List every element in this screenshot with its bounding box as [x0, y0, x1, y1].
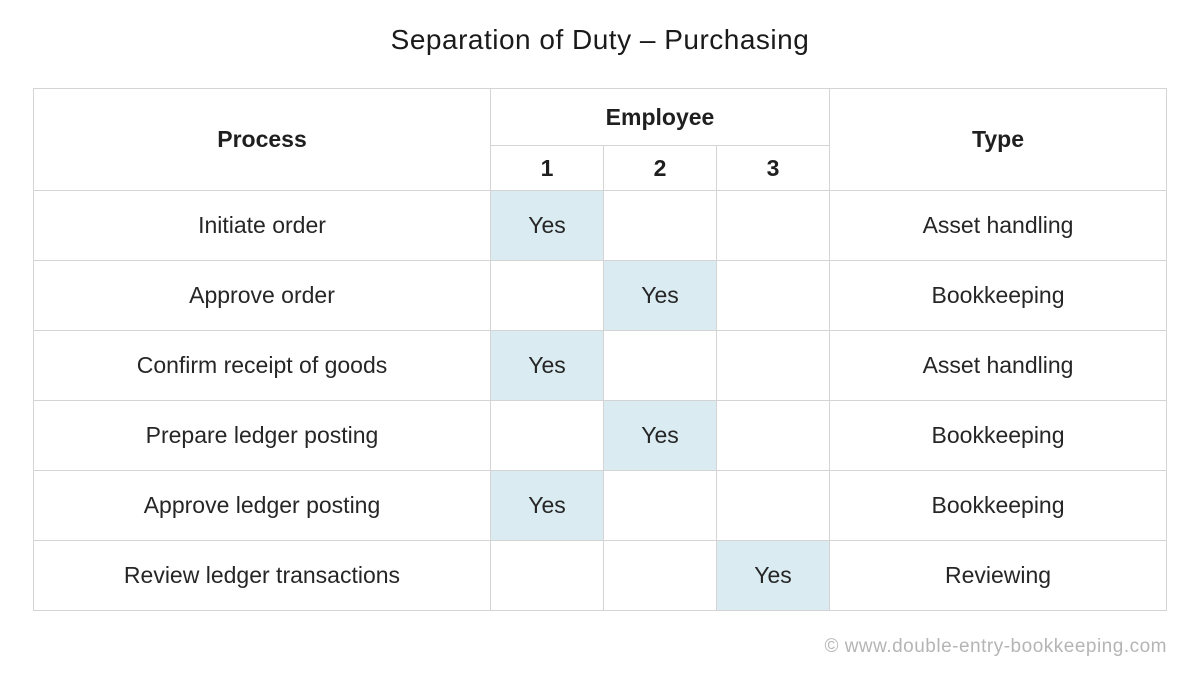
column-header-process: Process — [33, 88, 491, 191]
copyright-watermark: © www.double-entry-bookkeeping.com — [824, 636, 1167, 657]
employee-2-cell: Yes — [603, 400, 717, 471]
employee-2-cell — [603, 470, 717, 541]
employee-2-cell — [603, 540, 717, 611]
type-cell: Bookkeeping — [829, 400, 1168, 471]
type-cell: Bookkeeping — [829, 260, 1168, 331]
column-header-employee-1: 1 — [490, 145, 604, 191]
employee-3-cell — [715, 400, 831, 471]
type-cell: Asset handling — [829, 190, 1168, 261]
process-cell: Prepare ledger posting — [33, 400, 491, 471]
employee-2-cell: Yes — [603, 260, 717, 331]
employee-2-cell — [603, 330, 717, 401]
employee-3-cell: Yes — [715, 540, 831, 611]
employee-3-cell — [715, 330, 831, 401]
column-header-type: Type — [829, 88, 1168, 191]
employee-1-cell: Yes — [490, 330, 604, 401]
column-header-employee-3: 3 — [715, 145, 831, 191]
page-title: Separation of Duty – Purchasing — [390, 24, 810, 55]
employee-3-cell — [715, 190, 831, 261]
table-row: Initiate order Yes Asset handling — [33, 190, 1168, 261]
table-row: Confirm receipt of goods Yes Asset handl… — [33, 330, 1168, 401]
separation-of-duty-table: Process Employee Type 1 2 3 Initiate ord… — [33, 88, 1168, 611]
process-cell: Approve order — [33, 260, 491, 331]
header-row-employee-numbers: 1 2 3 — [34, 145, 1167, 191]
process-cell: Initiate order — [33, 190, 491, 261]
table-row: Approve order Yes Bookkeeping — [33, 260, 1168, 331]
employee-1-cell: Yes — [490, 190, 604, 261]
column-header-employee-2: 2 — [603, 145, 717, 191]
employee-1-cell: Yes — [490, 470, 604, 541]
table-row: Approve ledger posting Yes Bookkeeping — [33, 470, 1168, 541]
type-cell: Asset handling — [829, 330, 1168, 401]
header-row-top: Process Employee Type — [33, 88, 1168, 191]
employee-1-cell — [490, 540, 604, 611]
process-cell: Confirm receipt of goods — [33, 330, 491, 401]
employee-2-cell — [603, 190, 717, 261]
type-cell: Bookkeeping — [829, 470, 1168, 541]
employee-3-cell — [715, 260, 831, 331]
type-cell: Reviewing — [829, 540, 1168, 611]
employee-1-cell — [490, 260, 604, 331]
employee-1-cell — [490, 400, 604, 471]
employee-3-cell — [715, 470, 831, 541]
process-cell: Review ledger transactions — [33, 540, 491, 611]
process-cell: Approve ledger posting — [33, 470, 491, 541]
table-row: Prepare ledger posting Yes Bookkeeping — [33, 400, 1168, 471]
table-row: Review ledger transactions Yes Reviewing — [33, 540, 1168, 611]
column-header-employee: Employee — [489, 88, 831, 146]
